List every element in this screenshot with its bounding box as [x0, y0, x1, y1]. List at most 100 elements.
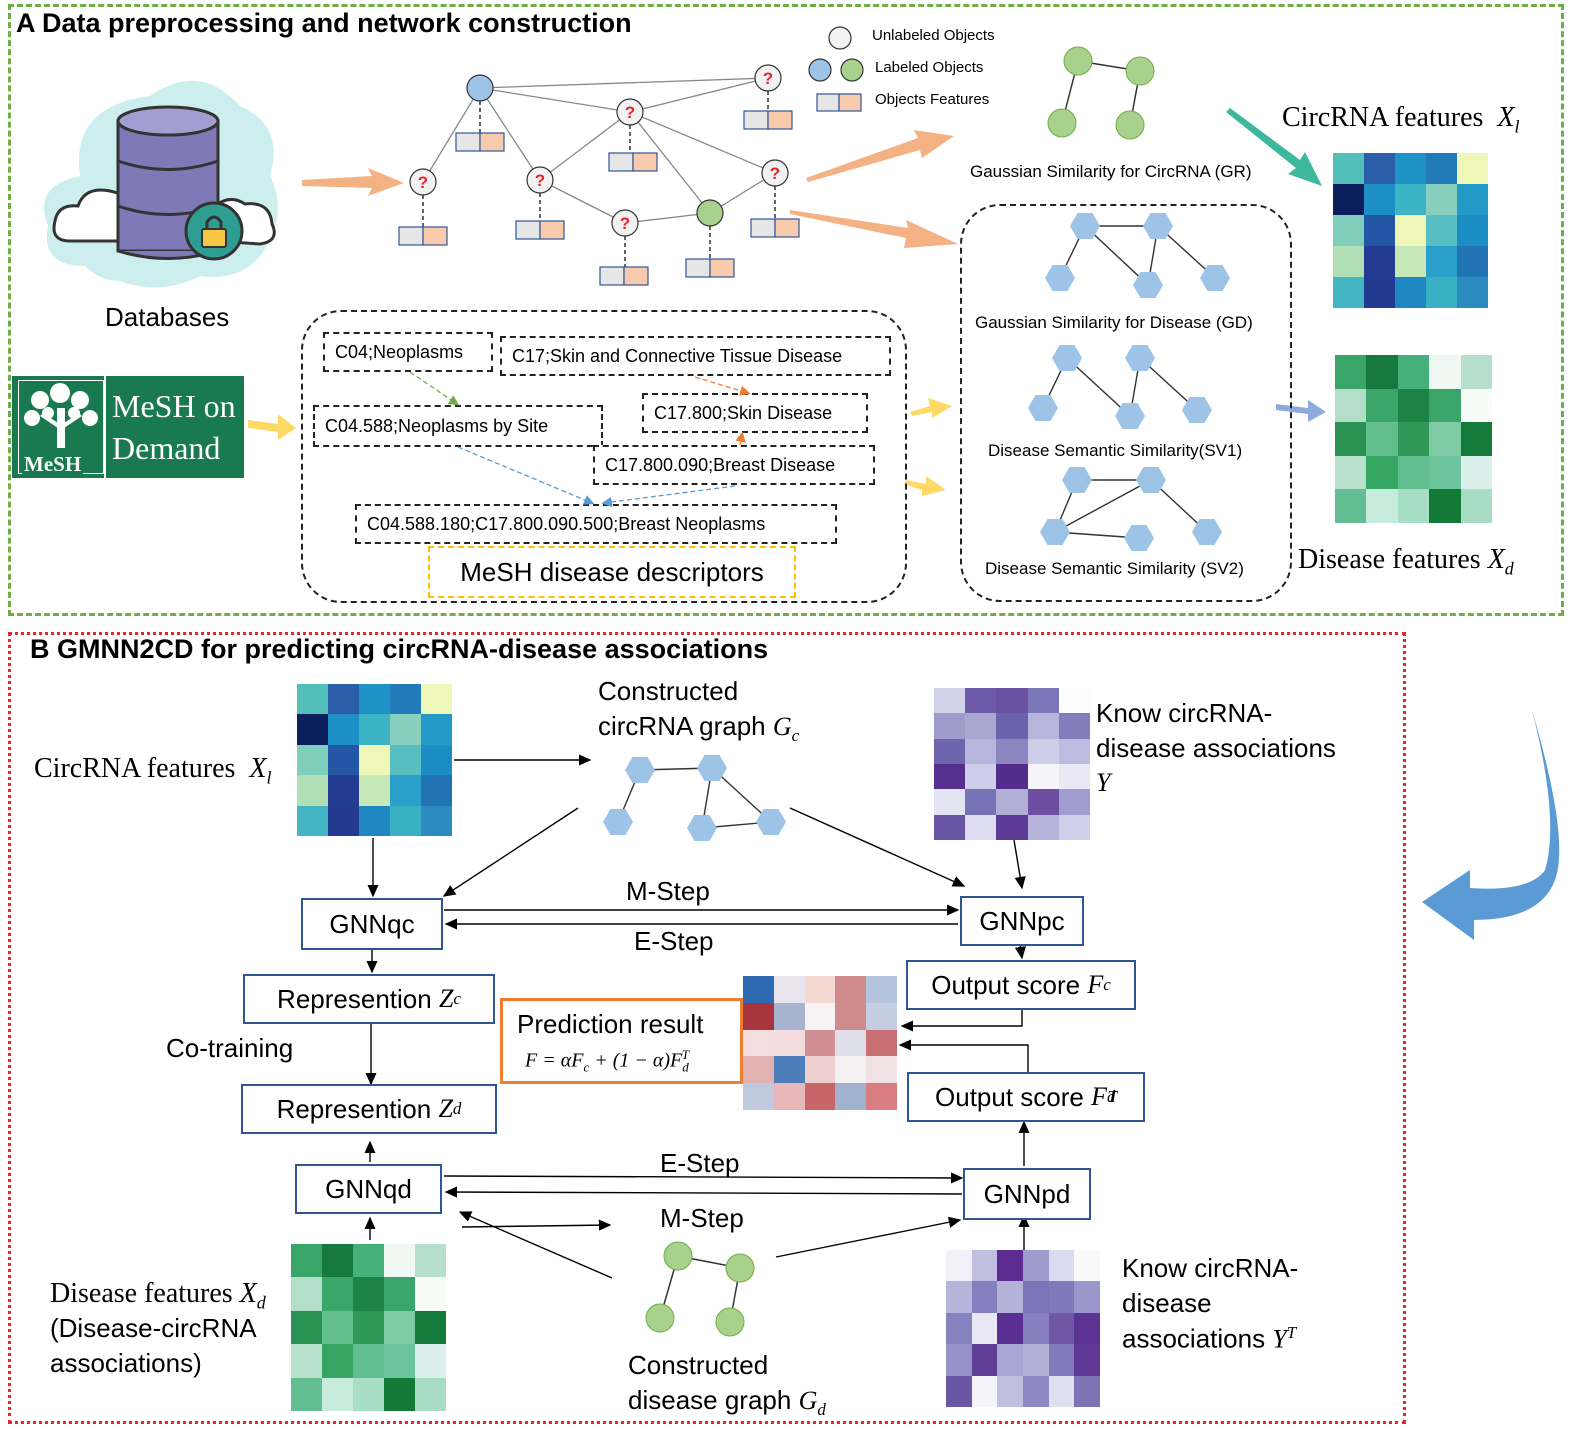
formula-part1: F = αF	[525, 1049, 584, 1072]
m-step-top: M-Step	[626, 876, 710, 906]
rep-zc-sub: c	[453, 989, 461, 1008]
heatmap-cell	[1027, 738, 1059, 764]
heatmap-cell	[384, 1344, 415, 1378]
heatmap-cell	[384, 1310, 415, 1345]
heatmap-cell	[322, 1344, 353, 1378]
rep-zd-sym: Z	[438, 1094, 453, 1123]
b-disease-features-title: Disease features Xd	[50, 1278, 266, 1314]
prediction-title: Prediction result	[517, 1009, 704, 1039]
heatmap-cell	[1058, 713, 1090, 739]
heatmap-cell	[353, 1377, 384, 1411]
heatmap-cell	[1364, 215, 1395, 246]
heatmap-cell	[390, 714, 421, 745]
heatmap-cell	[997, 1312, 1023, 1345]
unknown-mark: ?	[763, 69, 773, 88]
heatmap-cell	[1426, 215, 1457, 246]
out-fc-sym: F	[1087, 970, 1104, 999]
mesh-caption: MeSH disease descriptors	[428, 546, 796, 598]
heatmap-cell	[996, 688, 1028, 714]
heatmap-cell	[1366, 388, 1398, 423]
circ-features-sub: l	[1514, 116, 1520, 137]
heatmap-cell	[996, 789, 1028, 815]
heatmap-cell	[1335, 355, 1367, 389]
legend-symbols	[808, 26, 864, 112]
disease-features-title: Disease features Xd	[1298, 544, 1514, 580]
circ-features-title: CircRNA features Xl	[1282, 102, 1520, 138]
prediction-result-box: Prediction result F = αFc + (1 − α)FdT	[500, 998, 743, 1084]
heatmap-cell	[804, 1083, 836, 1110]
panel-b-title: B GMNN2CD for predicting circRNA-disease…	[30, 634, 769, 664]
heatmap-cell	[997, 1281, 1023, 1313]
heatmap-cell	[353, 1277, 384, 1311]
heatmap-cell	[1457, 184, 1488, 215]
heatmap-cell	[322, 1377, 353, 1411]
heatmap-cell	[1022, 1344, 1049, 1376]
b-circ-features-sub: l	[266, 767, 272, 788]
mesh-logo-line2: Demand	[112, 430, 221, 466]
heatmap-cell	[297, 714, 328, 745]
heatmap-cell	[297, 805, 328, 836]
heatmap-cell	[291, 1377, 322, 1411]
heatmap-cell	[1460, 489, 1492, 523]
mesh-node-c17-800: C17.800;Skin Disease	[642, 393, 868, 433]
heatmap-cell	[291, 1344, 322, 1378]
heatmap-cell	[415, 1344, 446, 1378]
panel-a-frame	[8, 4, 1564, 616]
heatmap-cell	[1397, 355, 1430, 389]
e-step-top: E-Step	[634, 926, 714, 956]
rep-zd-sub: d	[452, 1099, 462, 1118]
circ-graph-sub: c	[791, 726, 800, 746]
heatmap-cell	[1027, 789, 1059, 815]
b-circrna-features-heatmap	[297, 684, 452, 836]
heatmap-cell	[328, 714, 359, 745]
heatmap-cell	[835, 976, 867, 1003]
known-top-sym: Y	[1096, 768, 1111, 797]
dis-graph-sub: d	[817, 1400, 826, 1420]
mesh-node-c04-588: C04.588;Neoplasms by Site	[313, 405, 603, 447]
heatmap-cell	[1058, 814, 1090, 840]
gnnpd-box: GNNpd	[963, 1168, 1091, 1220]
panel-b-edges	[364, 710, 1560, 1279]
formula-sup-t: T	[681, 1047, 689, 1062]
heatmap-cell	[1022, 1375, 1049, 1407]
heatmap-cell	[1395, 215, 1426, 246]
gr-graph	[1047, 46, 1155, 140]
heatmap-cell	[743, 1056, 774, 1084]
heatmap-cell	[1048, 1344, 1075, 1376]
known-bot-sym: Y	[1272, 1324, 1287, 1354]
heatmap-cell	[1074, 1312, 1100, 1345]
known-top-line2: disease associations	[1096, 733, 1336, 763]
heatmap-cell	[934, 789, 966, 815]
heatmap-cell	[1364, 277, 1395, 308]
unknown-mark: ?	[418, 173, 428, 192]
heatmap-cell	[866, 1056, 897, 1084]
circ-features-sym: X	[1497, 102, 1515, 133]
heatmap-cell	[328, 805, 359, 836]
circrna-features-heatmap	[1333, 153, 1488, 308]
heatmap-cell	[1460, 422, 1492, 456]
b-circ-features-label: CircRNA features	[34, 753, 236, 784]
heatmap-cell	[421, 775, 452, 806]
heatmap-cell	[1397, 422, 1430, 456]
legend-labeled: Labeled Objects	[875, 59, 984, 76]
circ-graph-sym: G	[772, 712, 792, 741]
heatmap-cell	[934, 814, 966, 840]
heatmap-cell	[866, 976, 897, 1003]
similarity-panel	[960, 204, 1292, 602]
b-disease-features-label: Disease features	[50, 1278, 233, 1309]
heatmap-cell	[965, 764, 997, 790]
heatmap-cell	[421, 684, 452, 715]
panel-a-arrows	[248, 108, 1326, 496]
heatmap-cell	[743, 1083, 774, 1110]
unknown-mark: ?	[535, 171, 545, 190]
heatmap-cell	[353, 1310, 384, 1345]
heatmap-cell	[1429, 355, 1461, 389]
databases-label: Databases	[105, 302, 230, 332]
object-graph: ? ? ? ? ? ?	[398, 64, 800, 286]
unknown-mark: ?	[625, 103, 635, 122]
mesh-node-c04: C04;Neoplasms	[323, 332, 493, 372]
heatmap-cell	[1366, 489, 1398, 523]
b-circ-features-title: CircRNA features Xl	[34, 753, 272, 789]
heatmap-cell	[946, 1250, 972, 1282]
heatmap-cell	[297, 775, 328, 806]
